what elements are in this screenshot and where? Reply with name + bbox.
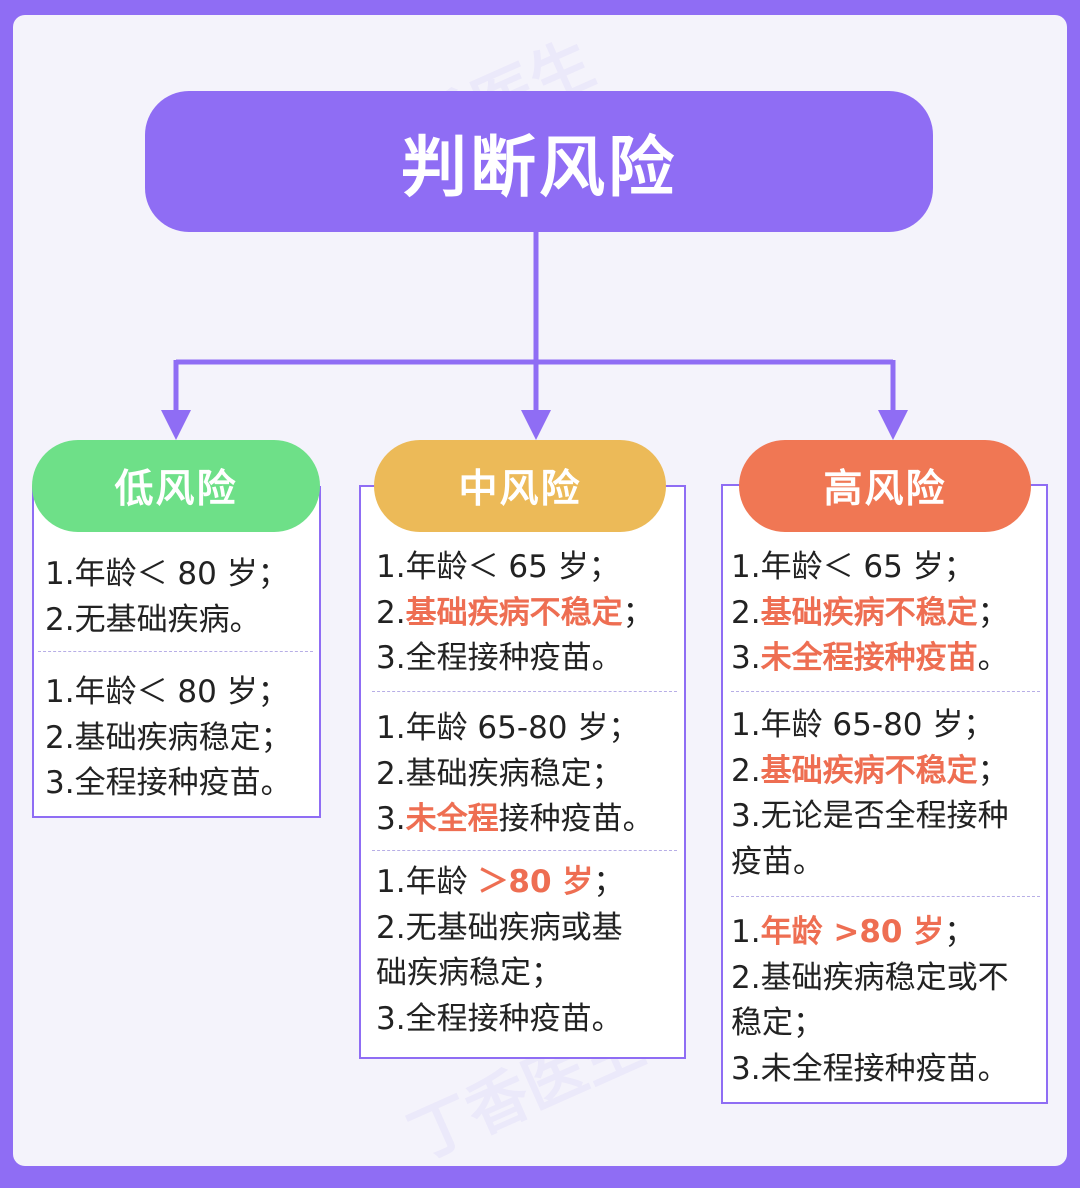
group-divider xyxy=(372,691,677,692)
criteria-text: 础疾病稳定； xyxy=(376,955,562,991)
criteria-line: 3.无论是否全程接种 xyxy=(731,794,1009,840)
arrow-head-high xyxy=(878,410,908,440)
criteria-line: 1.年龄＜ 80 岁； xyxy=(45,670,292,716)
mid-risk-label: 中风险 xyxy=(374,440,666,532)
criteria-text: 3.全程接种疫苗。 xyxy=(376,640,623,676)
criteria-line: 2.基础疾病不稳定； xyxy=(731,749,1009,795)
criteria-text: 1.年龄＜ 80 岁； xyxy=(45,674,289,710)
group-divider xyxy=(731,896,1040,897)
criteria-text: 1.年龄 65-80 岁； xyxy=(731,707,995,743)
criteria-line: 2.基础疾病稳定； xyxy=(45,716,292,762)
arrow-head-mid xyxy=(521,410,551,440)
highlighted-text: ＞80 岁 xyxy=(477,864,594,900)
highlighted-text: 未全程 xyxy=(405,801,499,837)
criteria-group: 1.年龄 >80 岁；2.基础疾病稳定或不稳定；3.未全程接种疫苗。 xyxy=(731,910,1009,1092)
criteria-line: 1.年龄 >80 岁； xyxy=(731,910,1009,956)
criteria-line: 疫苗。 xyxy=(731,840,1009,886)
criteria-text: 1.年龄 xyxy=(376,864,478,900)
group-divider xyxy=(372,850,677,851)
criteria-text: ； xyxy=(944,914,976,950)
criteria-line: 3.未全程接种疫苗。 xyxy=(731,636,1009,682)
criteria-group: 1.年龄 ＞80 岁；2.无基础疾病或基础疾病稳定；3.全程接种疫苗。 xyxy=(376,860,624,1042)
criteria-line: 2.基础疾病不稳定； xyxy=(731,591,1009,637)
high-risk-box xyxy=(721,484,1048,1104)
criteria-line: 1.年龄＜ 65 岁； xyxy=(376,545,654,591)
highlighted-text: 年龄 >80 岁 xyxy=(760,914,945,950)
highlighted-text: 基础疾病不稳定 xyxy=(760,594,978,631)
criteria-text: 2. xyxy=(731,594,761,631)
criteria-group: 1.年龄＜ 80 岁； 2.无基础疾病。 xyxy=(45,552,289,643)
criteria-text: 1.年龄 65-80 岁； xyxy=(376,710,640,746)
criteria-line: 2.无基础疾病。 xyxy=(45,598,289,644)
criteria-text: 2.无基础疾病或基 xyxy=(376,909,623,946)
criteria-text: 3. xyxy=(376,801,406,837)
criteria-text: 接种疫苗。 xyxy=(498,801,654,837)
criteria-text: ； xyxy=(622,594,654,631)
criteria-text: 2.基础疾病稳定或不 xyxy=(731,959,1009,996)
criteria-text: 2.无基础疾病。 xyxy=(45,601,261,638)
criteria-line: 3.全程接种疫苗。 xyxy=(376,636,654,682)
group-divider xyxy=(38,651,313,652)
criteria-group: 1.年龄＜ 80 岁； 2.基础疾病稳定； 3.全程接种疫苗。 xyxy=(45,670,292,807)
criteria-line: 2.基础疾病不稳定； xyxy=(376,591,654,637)
criteria-text: 。 xyxy=(977,640,1009,676)
high-risk-label: 高风险 xyxy=(739,440,1031,532)
criteria-text: 1.年龄＜ 65 岁； xyxy=(376,549,620,585)
criteria-line: 1.年龄＜ 80 岁； xyxy=(45,552,289,598)
criteria-line: 3.全程接种疫苗。 xyxy=(376,997,624,1043)
criteria-line: 3.未全程接种疫苗。 xyxy=(731,1047,1009,1093)
criteria-text: 3.全程接种疫苗。 xyxy=(45,765,292,801)
criteria-group: 1.年龄＜ 65 岁；2.基础疾病不稳定；3.未全程接种疫苗。 xyxy=(731,545,1009,682)
criteria-line: 2.基础疾病稳定或不 xyxy=(731,956,1009,1002)
criteria-line: 稳定； xyxy=(731,1001,1009,1047)
criteria-text: ； xyxy=(593,864,625,900)
criteria-line: 础疾病稳定； xyxy=(376,951,624,997)
criteria-group: 1.年龄＜ 65 岁；2.基础疾病不稳定；3.全程接种疫苗。 xyxy=(376,545,654,682)
highlighted-text: 基础疾病不稳定 xyxy=(405,594,623,631)
criteria-text: ； xyxy=(977,752,1009,789)
criteria-text: 2.基础疾病稳定； xyxy=(376,755,623,792)
arrow-head-low xyxy=(161,410,191,440)
group-divider xyxy=(731,691,1040,692)
criteria-text: 1.年龄＜ 65 岁； xyxy=(731,549,975,585)
criteria-line: 1.年龄 65-80 岁； xyxy=(376,706,654,752)
title-box: 判断风险 xyxy=(145,91,933,232)
criteria-text: 3.全程接种疫苗。 xyxy=(376,1000,623,1037)
criteria-text: ； xyxy=(977,594,1009,631)
criteria-text: 疫苗。 xyxy=(731,843,824,880)
criteria-line: 2.无基础疾病或基 xyxy=(376,906,624,952)
low-risk-label: 低风险 xyxy=(32,440,320,532)
criteria-group: 1.年龄 65-80 岁；2.基础疾病不稳定；3.无论是否全程接种疫苗。 xyxy=(731,703,1009,885)
low-risk-box xyxy=(32,486,321,818)
criteria-group: 1.年龄 65-80 岁； 2.基础疾病稳定； 3.未全程接种疫苗。 xyxy=(376,706,654,843)
highlighted-text: 未全程接种疫苗 xyxy=(760,640,978,676)
criteria-line: 3.全程接种疫苗。 xyxy=(45,761,292,807)
criteria-text: 2. xyxy=(731,752,761,789)
highlighted-text: 基础疾病不稳定 xyxy=(760,752,978,789)
criteria-text: 1. xyxy=(731,914,761,950)
criteria-text: 3.未全程接种疫苗。 xyxy=(731,1050,1009,1087)
criteria-text: 2.基础疾病稳定； xyxy=(45,719,292,756)
diagram-title: 判断风险 xyxy=(401,128,677,206)
criteria-text: 1.年龄＜ 80 岁； xyxy=(45,556,289,592)
criteria-text: 3. xyxy=(731,640,761,676)
criteria-line: 1.年龄 65-80 岁； xyxy=(731,703,1009,749)
criteria-line: 1.年龄＜ 65 岁； xyxy=(731,545,1009,591)
criteria-line: 1.年龄 ＞80 岁； xyxy=(376,860,624,906)
criteria-text: 稳定； xyxy=(731,1005,824,1041)
criteria-text: 3.无论是否全程接种 xyxy=(731,798,1009,834)
criteria-line: 3.未全程接种疫苗。 xyxy=(376,797,654,843)
criteria-line: 2.基础疾病稳定； xyxy=(376,752,654,798)
criteria-text: 2. xyxy=(376,594,406,631)
